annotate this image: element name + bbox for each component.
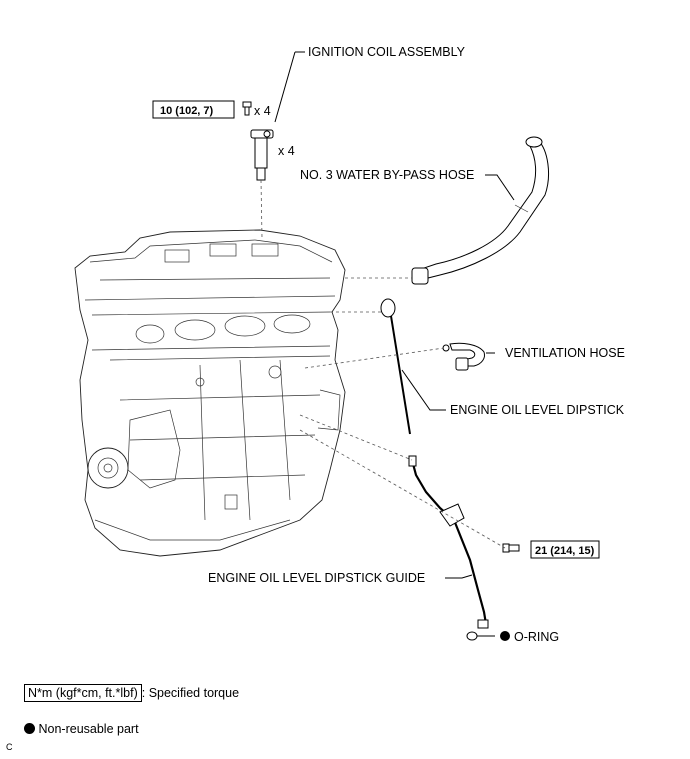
non-reusable-legend-icon	[24, 723, 35, 734]
bolt-qty-label: x 4	[254, 104, 271, 118]
torque-unit-box: N*m (kgf*cm, ft.*lbf)	[24, 684, 142, 702]
dipstick-label: ENGINE OIL LEVEL DIPSTICK	[450, 403, 625, 417]
coil-bolt-icon	[242, 101, 252, 116]
coil-qty-label: x 4	[278, 144, 295, 158]
corner-mark: C	[6, 742, 13, 752]
guide-torque-value: 21 (214, 15)	[535, 545, 595, 557]
ignition-coil-part	[250, 129, 274, 181]
o-ring-label: O-RING	[514, 630, 559, 644]
oil-dipstick-guide-part	[408, 455, 489, 629]
non-reusable-dot-icon	[500, 631, 510, 641]
o-ring-part	[466, 631, 478, 641]
dipstick-guide-label: ENGINE OIL LEVEL DIPSTICK GUIDE	[208, 571, 425, 585]
guide-bolt-icon	[502, 543, 520, 553]
non-reusable-legend-text: Non-reusable part	[38, 722, 139, 736]
engine-block	[74, 229, 346, 557]
coil-torque-box	[152, 100, 235, 119]
guide-torque-box	[530, 540, 600, 559]
ventilation-hose-part	[442, 342, 485, 371]
non-reusable-legend: Non-reusable part	[24, 722, 139, 736]
oil-dipstick-part	[380, 298, 411, 435]
coil-torque-value: 10 (102, 7)	[160, 105, 214, 117]
ignition-coil-label: IGNITION COIL ASSEMBLY	[308, 45, 466, 59]
ventilation-hose-label: VENTILATION HOSE	[505, 346, 625, 360]
water-bypass-hose-part	[411, 136, 549, 285]
torque-legend: N*m (kgf*cm, ft.*lbf): Specified torque	[24, 684, 239, 702]
torque-legend-desc: : Specified torque	[141, 686, 240, 700]
water-hose-label: NO. 3 WATER BY-PASS HOSE	[300, 168, 474, 182]
